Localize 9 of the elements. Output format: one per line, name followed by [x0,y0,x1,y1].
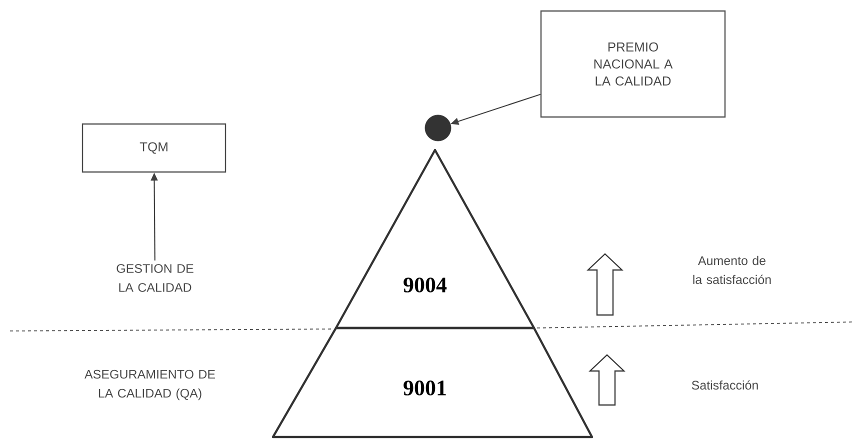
pyramid-top: 9004 [334,148,536,330]
circle-node [424,114,452,142]
caption-text: GESTION DE LA CALIDAD [116,264,194,292]
pyramid-base: 9001 [272,326,594,438]
caption-text: ASEGURAMIENTO DE LA CALIDAD (QA) [84,370,215,400]
caption-text: Aumento de la satisfacción [693,256,771,284]
text-box: TQM [82,123,226,173]
text-box: PREMIO NACIONAL A LA CALIDAD [540,10,726,118]
caption-text: Satisfacción [692,380,758,390]
